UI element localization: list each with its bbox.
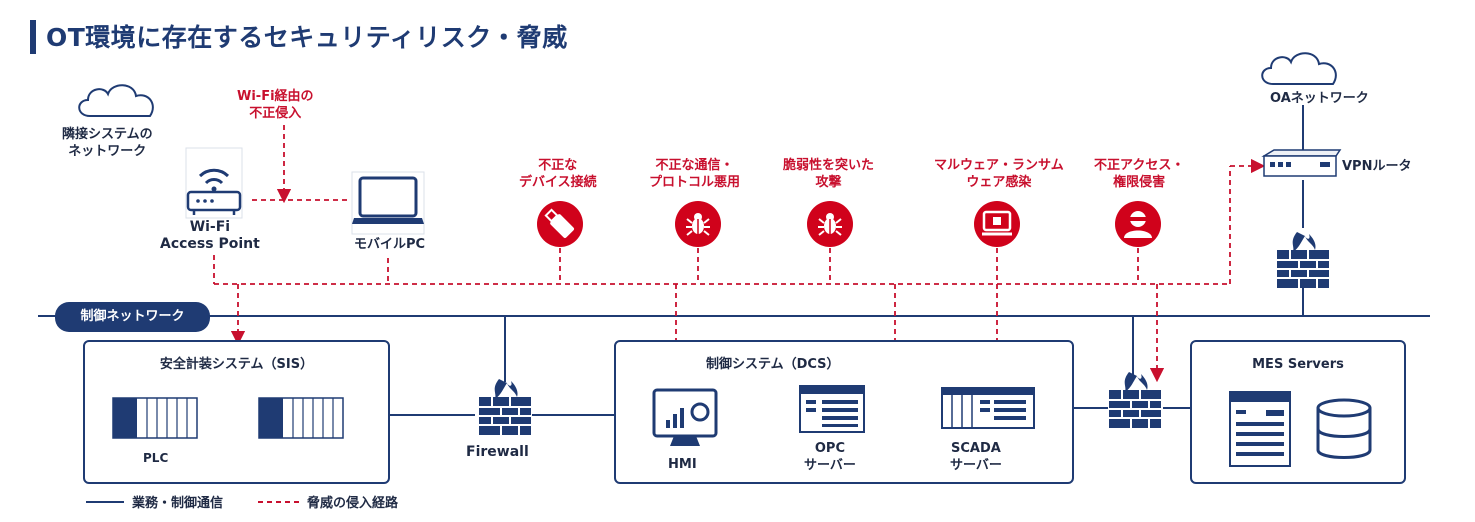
plc-icon xyxy=(258,397,344,439)
mes-system-box: MES Servers xyxy=(1190,340,1406,484)
threat-wifi-intrusion-label: Wi-Fi経由の不正侵入 xyxy=(237,89,314,121)
dcs-title: 制御システム（DCS） xyxy=(706,357,840,372)
threat-protocol-label: 不正な通信・プロトコル悪用 xyxy=(649,158,741,190)
laptop-icon xyxy=(351,171,425,235)
database-icon xyxy=(1316,398,1372,459)
threat-vulnerability-label: 脆弱性を突いた攻撃 xyxy=(783,158,875,190)
mes-title: MES Servers xyxy=(1252,357,1344,372)
dcs-device-icons xyxy=(652,385,1035,446)
sis-system-box: 安全計装システム（SIS） PLC xyxy=(83,340,390,484)
firewall-label: Firewall xyxy=(466,444,529,460)
legend-solid-label: 業務・制御通信 xyxy=(132,496,224,511)
vpn-router-label: VPNルータ xyxy=(1342,159,1412,174)
mobile-pc-label: モバイルPC xyxy=(354,237,426,252)
firewall-icon xyxy=(1276,231,1330,289)
server-icon xyxy=(1229,391,1291,467)
router-icon xyxy=(1261,149,1342,177)
bug-icon xyxy=(675,201,721,247)
title-accent-bar xyxy=(30,20,36,54)
monitor-malware-icon xyxy=(974,201,1020,247)
threat-malware-label: マルウェア・ランサムウェア感染 xyxy=(934,158,1064,190)
server-icon xyxy=(799,385,865,433)
cloud-icon xyxy=(1261,52,1337,85)
control-network-label: 制御ネットワーク xyxy=(55,302,210,332)
hmi-monitor-icon xyxy=(652,388,718,446)
plc-icons xyxy=(112,397,344,439)
dcs-system-box: 制御システム（DCS） xyxy=(614,340,1074,484)
wifi-router-icon xyxy=(185,147,243,219)
sis-title: 安全計装システム（SIS） xyxy=(159,357,314,372)
threat-paths xyxy=(213,125,1266,383)
bug-icon xyxy=(807,201,853,247)
adjacent-network-label: 隣接システムのネットワーク xyxy=(62,127,153,159)
firewall-icon xyxy=(478,378,532,436)
threat-device-label: 不正なデバイス接続 xyxy=(519,158,597,190)
page-title: OT環境に存在するセキュリティリスク・脅威 xyxy=(46,23,568,52)
threat-privilege-label: 不正アクセス・権限侵害 xyxy=(1094,158,1185,190)
hacker-icon xyxy=(1115,201,1161,247)
oa-network-label: OAネットワーク xyxy=(1270,91,1369,106)
cloud-icon xyxy=(78,84,154,117)
usb-icon xyxy=(537,201,583,247)
plc-label: PLC xyxy=(143,451,169,465)
hmi-label: HMI xyxy=(668,457,697,472)
firewall-icon xyxy=(1108,371,1162,429)
legend-dashed-label: 脅威の侵入経路 xyxy=(307,496,399,511)
server-icon xyxy=(941,387,1035,429)
plc-icon xyxy=(112,397,198,439)
mes-device-icons xyxy=(1229,391,1372,467)
